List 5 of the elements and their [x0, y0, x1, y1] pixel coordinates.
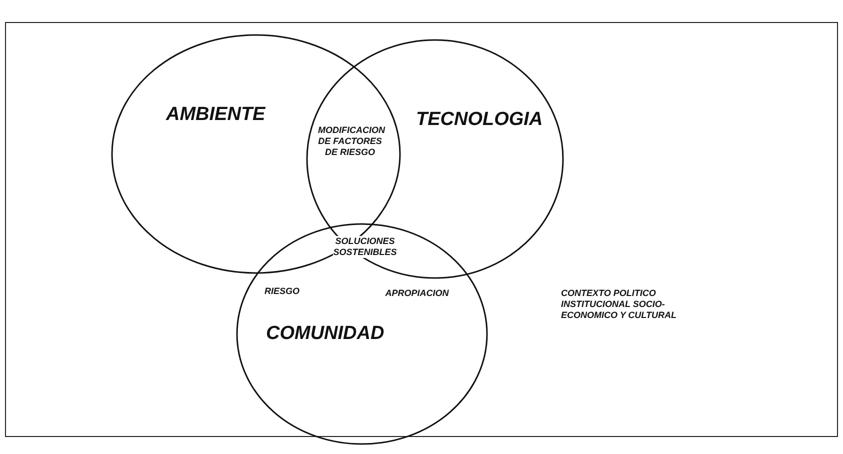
- context-text: CONTEXTO POLITICO INSTITUCIONAL SOCIO-ECONOMICO Y CULTURAL: [561, 288, 678, 321]
- circle-label: COMUNIDAD: [266, 323, 384, 345]
- circle-label: AMBIENTE: [166, 104, 266, 126]
- circle-label: TECNOLOGIA: [416, 109, 543, 131]
- region-label: SOLUCIONES SOSTENIBLES: [333, 236, 397, 258]
